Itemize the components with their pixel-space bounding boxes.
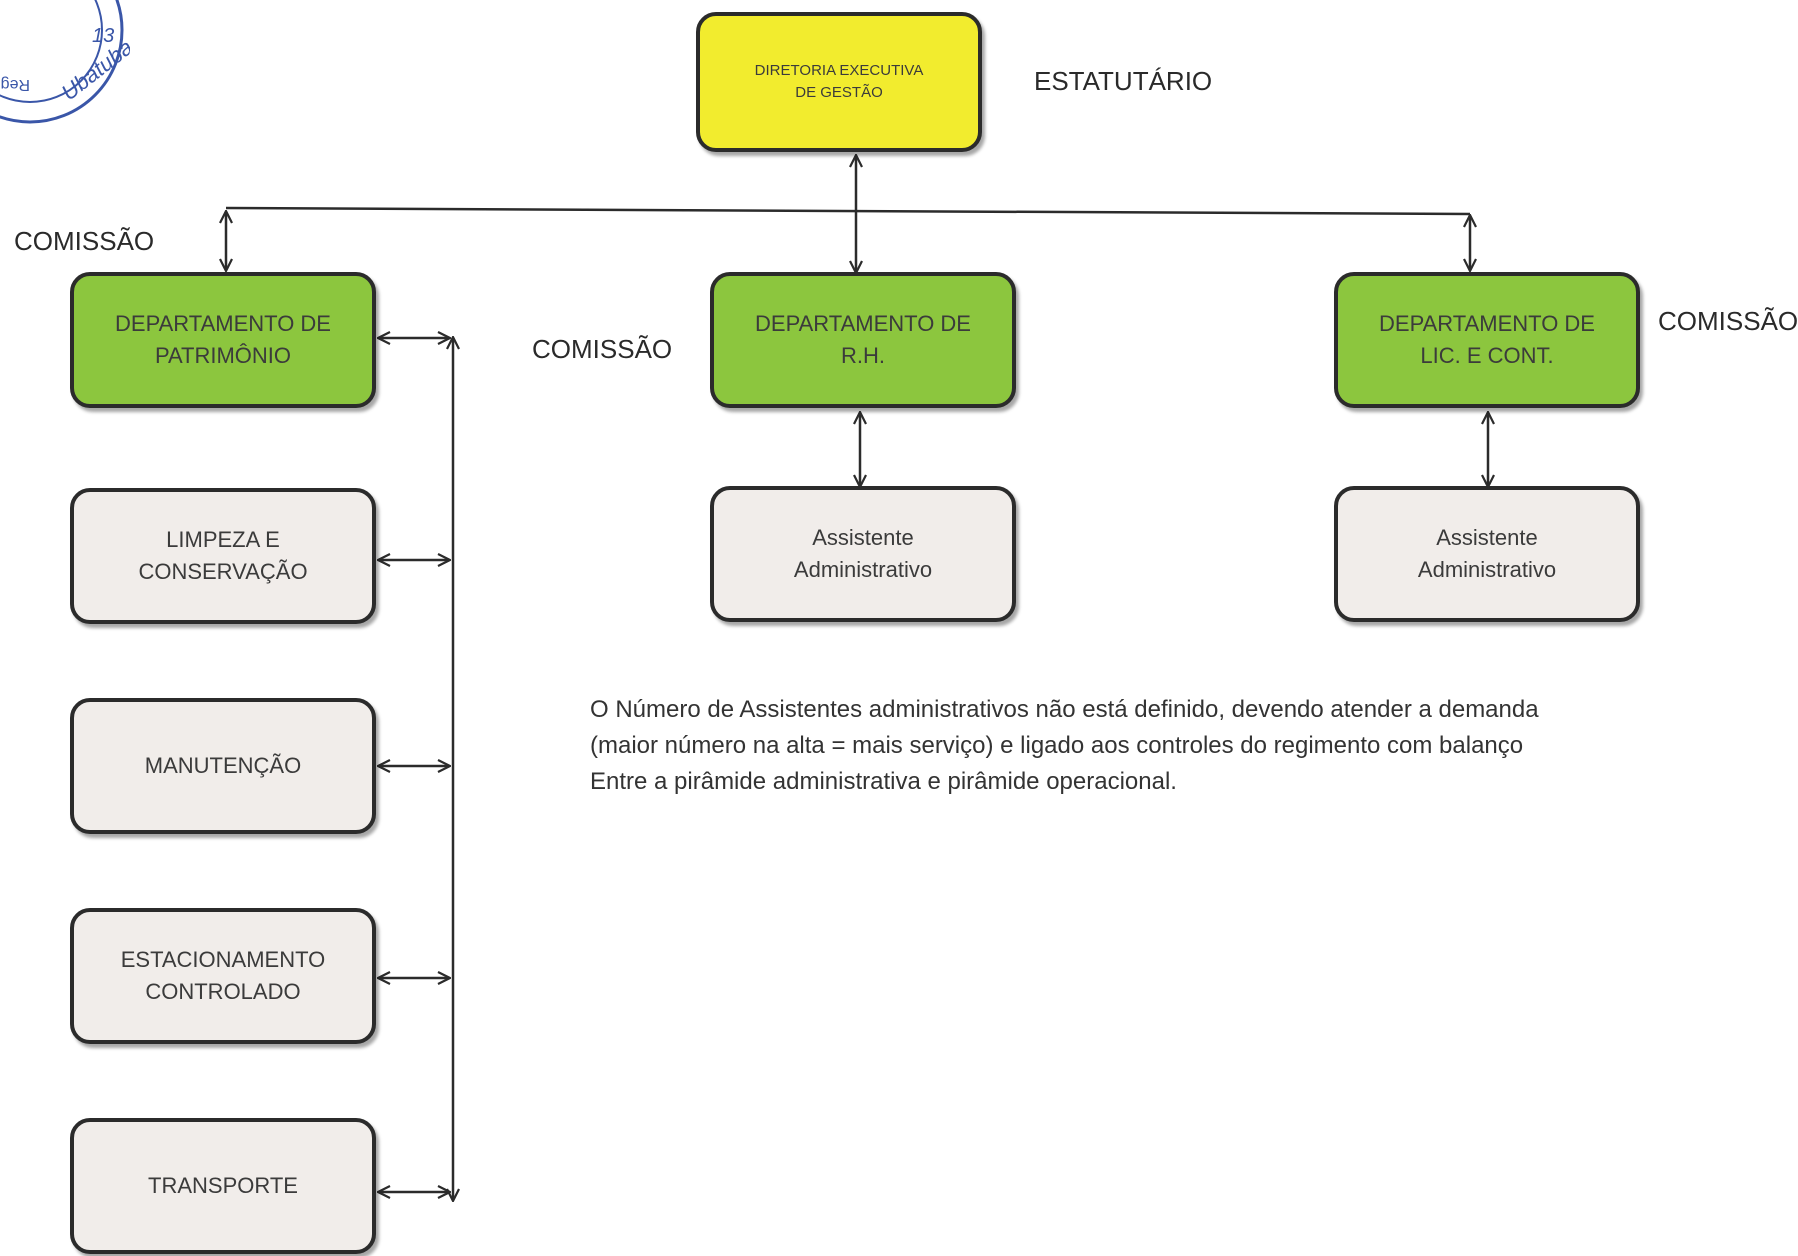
box-estacionamento-label: ESTACIONAMENTO CONTROLADO (120, 947, 326, 1004)
tag-estatutario: ESTATUTÁRIO (1034, 66, 1213, 96)
box-assistente-lic-label: Assistente Administrativo (1417, 525, 1557, 582)
box-diretoria-label: DIRETORIA EXECUTIVA DE GESTÃO (754, 62, 924, 101)
tag-comissao-rh: COMISSÃO (532, 334, 673, 364)
box-assistente-rh: Assistente Administrativo (710, 486, 1016, 622)
box-patrimonio-label: DEPARTAMENTO DE PATRIMÔNIO (115, 311, 331, 368)
seal-stamp: 13 Ubatuba Reg (0, 0, 130, 124)
box-diretoria-executiva: DIRETORIA EXECUTIVA DE GESTÃO (696, 12, 982, 152)
box-departamento-patrimonio: DEPARTAMENTO DE PATRIMÔNIO (70, 272, 376, 408)
note-text: O Número de Assistentes administrativos … (590, 696, 1539, 795)
box-limpeza-label: LIMPEZA E CONSERVAÇÃO (138, 527, 308, 584)
box-manutencao: MANUTENÇÃO (70, 698, 376, 834)
box-limpeza-conservacao: LIMPEZA E CONSERVAÇÃO (70, 488, 376, 624)
box-assistente-rh-label: Assistente Administrativo (793, 525, 933, 582)
box-transporte-label: TRANSPORTE (148, 1173, 298, 1199)
box-departamento-lic-cont: DEPARTAMENTO DE LIC. E CONT. (1334, 272, 1640, 408)
stamp-number: 13 (92, 25, 114, 47)
box-rh-label: DEPARTAMENTO DE R.H. (755, 311, 971, 368)
stamp-reg: Reg (1, 76, 30, 93)
tag-comissao-lic-cont: COMISSÃO (1658, 306, 1798, 336)
box-lic-cont-label: DEPARTAMENTO DE LIC. E CONT. (1379, 311, 1595, 368)
box-estacionamento-controlado: ESTACIONAMENTO CONTROLADO (70, 908, 376, 1044)
box-departamento-rh: DEPARTAMENTO DE R.H. (710, 272, 1016, 408)
tag-comissao-patrimonio: COMISSÃO (14, 226, 155, 256)
bus-line (225, 206, 1471, 216)
box-transporte: TRANSPORTE (70, 1118, 376, 1254)
box-manutencao-label: MANUTENÇÃO (144, 753, 302, 779)
box-assistente-lic-cont: Assistente Administrativo (1334, 486, 1640, 622)
